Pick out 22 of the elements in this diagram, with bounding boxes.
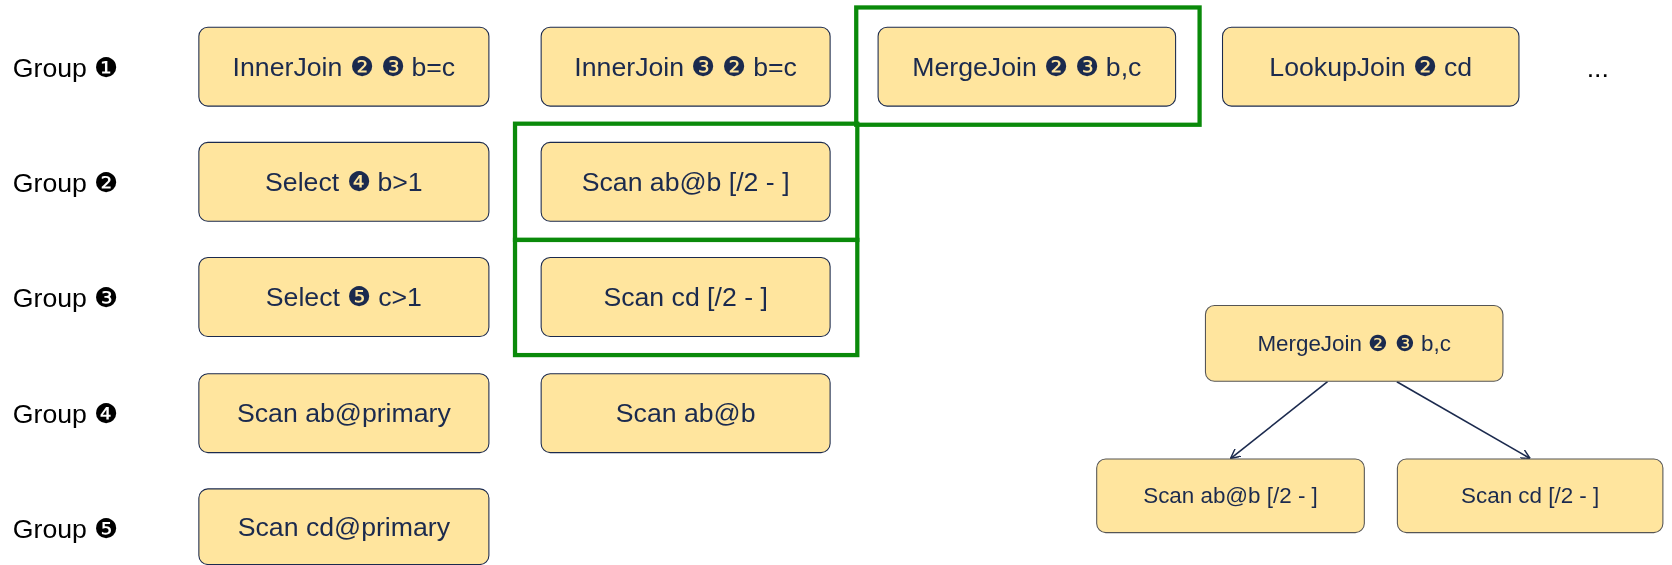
group-label: Group ❷ xyxy=(12,167,118,199)
plan-node-box: MergeJoin ❷ ❸ b,c xyxy=(1204,304,1504,382)
group-label: Group ❸ xyxy=(12,282,118,314)
group-label: Group ❶ xyxy=(12,52,118,84)
group-label: Group ❺ xyxy=(12,513,118,545)
plan-node-box: Select ❹ b>1 xyxy=(198,141,490,222)
plan-node-box: Scan cd@primary xyxy=(198,488,490,565)
plan-node-box: InnerJoin ❷ ❸ b=c xyxy=(198,26,490,107)
plan-node-box: Scan cd [/2 - ] xyxy=(1396,458,1664,534)
plan-node-box: Scan ab@primary xyxy=(198,373,490,454)
plan-node-box: InnerJoin ❸ ❷ b=c xyxy=(540,26,831,107)
group-label: Group ❹ xyxy=(12,398,118,430)
plan-node-box: Select ❺ c>1 xyxy=(198,257,490,337)
plan-node-box: Scan ab@b xyxy=(540,373,831,454)
plan-node-box: Scan ab@b [/2 - ] xyxy=(540,141,831,222)
plan-node-box: Scan cd [/2 - ] xyxy=(540,257,831,337)
arrow xyxy=(1229,380,1329,460)
ellipsis: ... xyxy=(1586,52,1609,84)
plan-node-box: LookupJoin ❷ cd xyxy=(1222,26,1520,107)
plan-node-box: MergeJoin ❷ ❸ b,c xyxy=(877,26,1177,107)
plan-node-box: Scan ab@b [/2 - ] xyxy=(1096,458,1365,534)
arrow xyxy=(1396,380,1531,460)
